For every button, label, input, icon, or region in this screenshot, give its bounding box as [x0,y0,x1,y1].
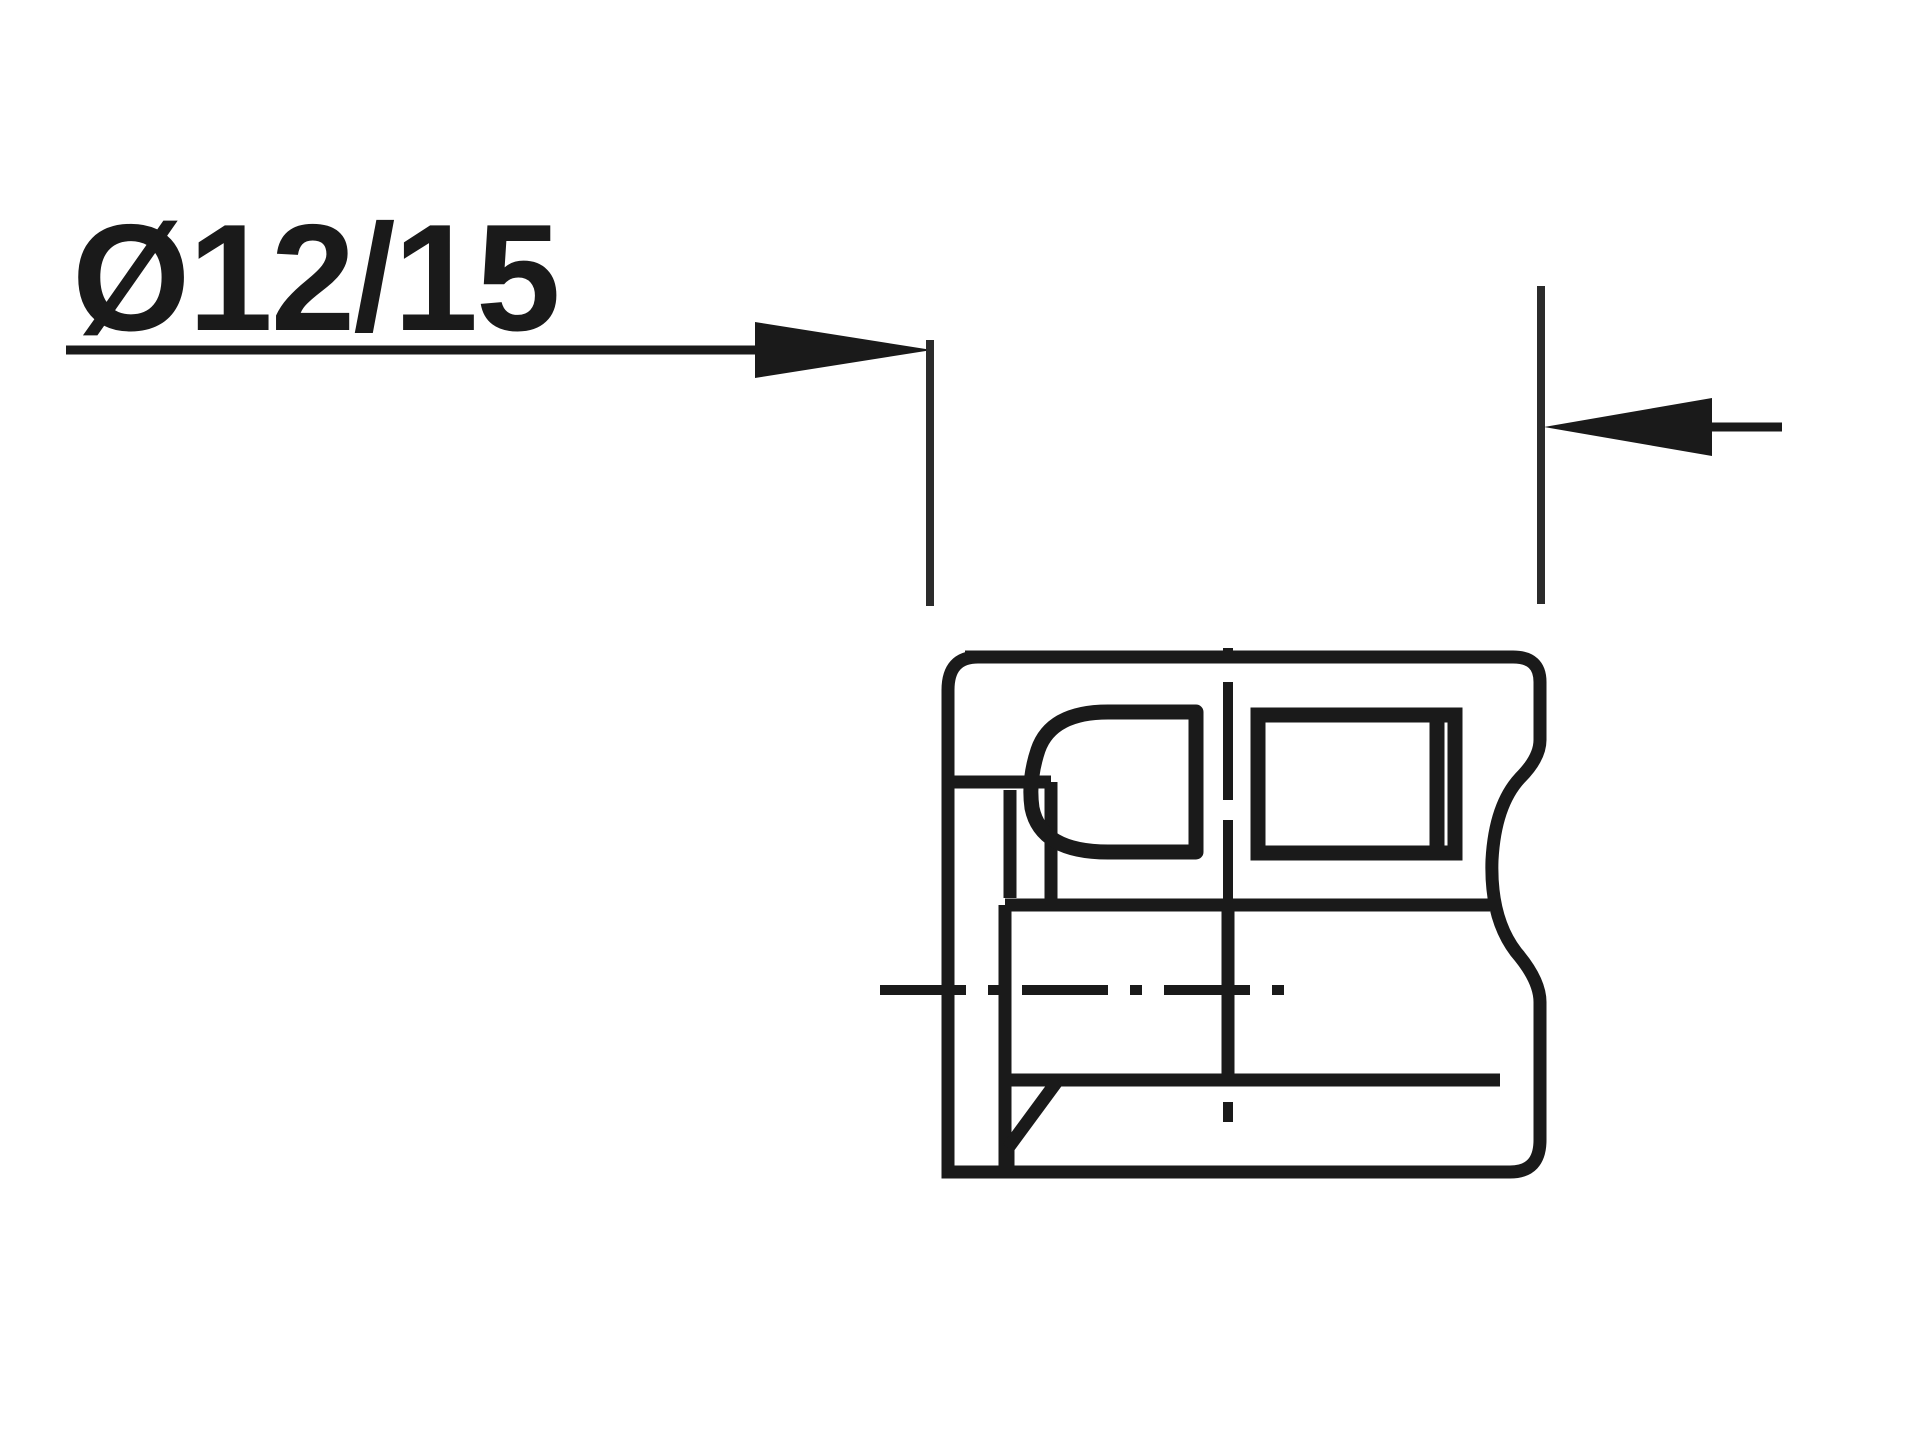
rectangular-recess-group [1250,707,1463,861]
dimension-line-group [66,286,1782,606]
arrowhead-right-pointing [755,322,932,378]
bottom-left-chamfer [1002,1076,1064,1152]
rectangular-recess-outline [1250,707,1463,861]
rounded-slot-outline [1023,704,1204,860]
rounded-slot-group [1023,704,1204,860]
diameter-dimension-label: Ø12/15 [72,193,559,363]
outer-body-outline [941,650,1547,1179]
arrowhead-left-pointing [1544,398,1712,456]
part-outline-group [941,650,1547,1179]
